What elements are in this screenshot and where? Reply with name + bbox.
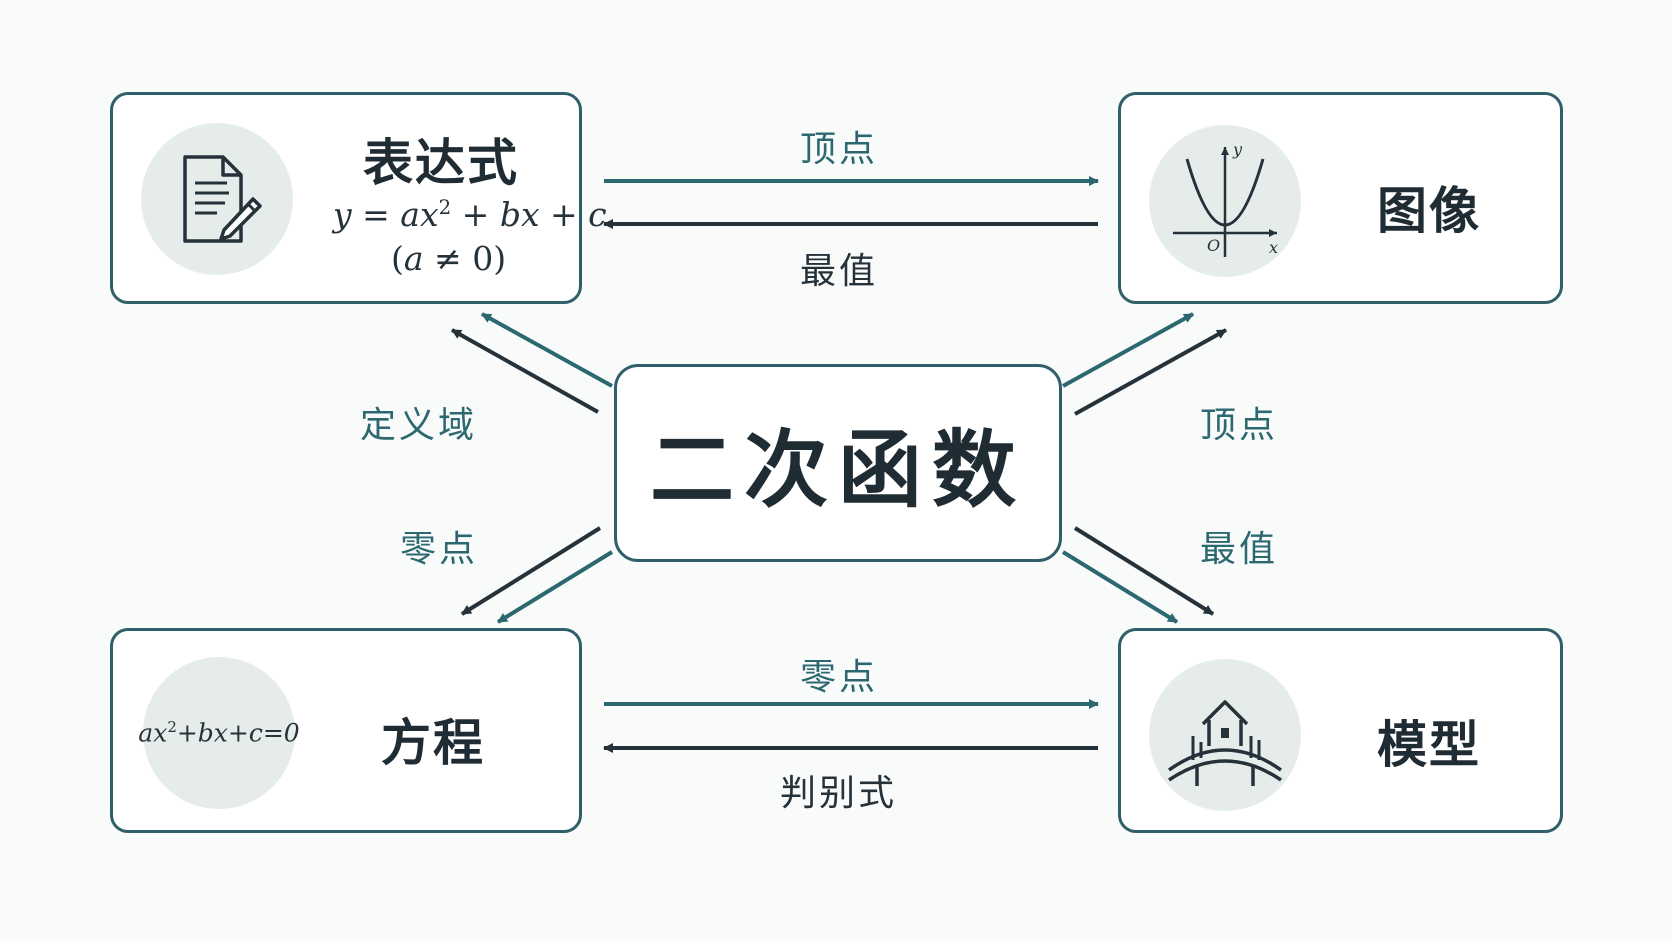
formula-ax: ax [400,195,439,234]
arrow-center-to-graph-teal [1062,312,1194,388]
condition-open: ( [391,239,404,278]
formula-y: y [333,195,352,234]
equation-icon-circle: ax2+bx+c=0 [138,657,300,809]
edge-label-center-graph: 顶点 [1200,405,1279,446]
arrow-center-to-model-dark [1073,526,1215,616]
graph-title: 图像 [1377,182,1481,240]
formula-exponent: 2 [438,196,452,219]
equation-exponent: 2 [167,718,177,737]
condition-not-equal: ≠ 0 [423,239,494,278]
center-box: 二次函数 [614,364,1062,562]
edge-label-expr-to-graph: 顶点 [800,129,879,170]
expression-title: 表达式 [363,134,519,192]
edge-label-graph-to-expr: 最值 [800,251,879,292]
model-icon-circle [1149,659,1301,811]
equation-title: 方程 [381,714,485,772]
equation-rest: +bx+c=0 [176,718,300,748]
edge-label-center-equation: 零点 [400,529,479,570]
expression-box: 表达式 y = ax2 + bx + c (a ≠ 0) [110,92,607,304]
condition-a: a [403,239,424,278]
arrow-center-to-expr-teal [481,312,613,388]
edge-label-eq-to-model: 零点 [800,657,879,698]
graph-box: y x O 图像 [1118,92,1563,304]
formula-rest: + bx + c [451,195,607,234]
equation-box: ax2+bx+c=0 方程 [110,628,582,833]
origin-label: O [1207,236,1220,255]
model-title: 模型 [1377,716,1481,774]
graph-icon-circle: y x O [1149,125,1301,277]
axis-x-label: x [1269,238,1278,257]
house-bridge-icon [1167,700,1283,786]
condition-close: ) [493,239,507,278]
arrow-center-to-graph-dark [1074,328,1227,416]
edge-label-center-model: 最值 [1200,529,1279,570]
edge-label-center-expr: 定义域 [360,405,478,446]
edge-label-model-to-eq: 判别式 [780,773,898,814]
arrow-center-to-eq-dark [460,526,602,616]
expression-condition: (a ≠ 0) [391,239,506,278]
arrow-center-to-expr-dark [451,328,599,414]
equation-ax: ax [138,718,168,748]
expression-formula: y = ax2 + bx + c [333,195,607,234]
arrow-center-to-model-teal [1061,550,1179,624]
arrow-center-to-eq-teal [496,550,614,624]
parabola-graph-icon: y x O [1173,141,1278,257]
expression-icon-circle [141,123,293,275]
document-pen-icon [183,155,262,243]
equation-formula: ax2+bx+c=0 [138,718,299,747]
center-title: 二次函数 [649,420,1026,519]
model-box: 模型 [1118,628,1563,833]
formula-equals: = [351,195,401,234]
axis-y-label: y [1232,141,1243,159]
